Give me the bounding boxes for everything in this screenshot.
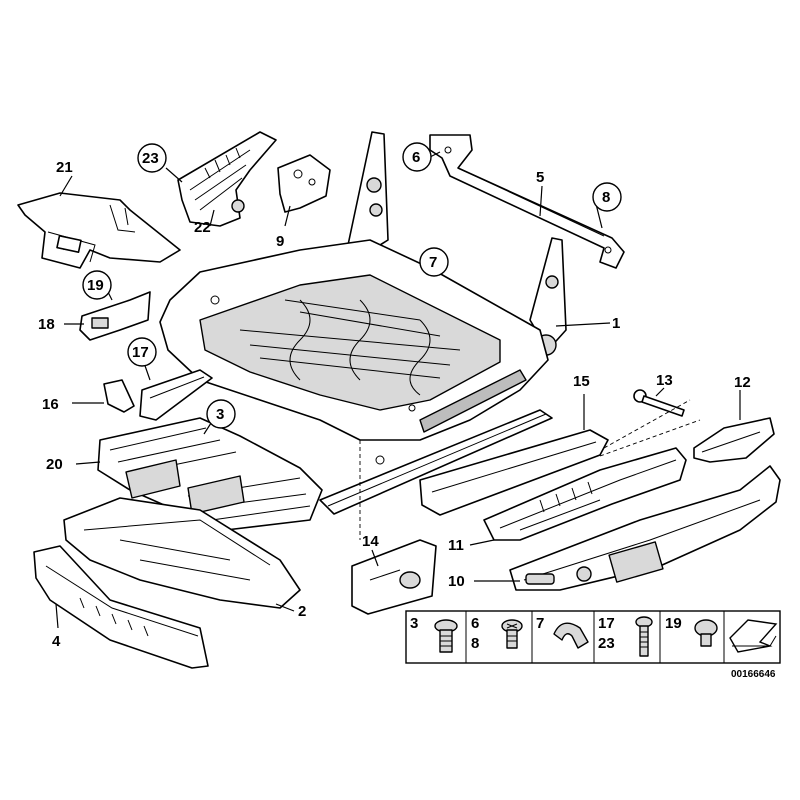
part-16-17-slide (103, 369, 213, 421)
callout-22: 22 (194, 219, 211, 236)
part-9-bracket (277, 154, 331, 213)
part-10-side-trim (509, 465, 781, 591)
callout-10: 10 (448, 573, 465, 590)
part-4-front-trim (33, 545, 209, 669)
callout-20: 20 (46, 456, 63, 473)
callout-14: 14 (362, 533, 379, 550)
part-21-bracket (17, 192, 181, 269)
callout-6: 6 (412, 149, 420, 166)
callout-7-circle (419, 247, 449, 277)
part-1-seat-frame (159, 131, 567, 465)
callout-8: 8 (602, 189, 610, 206)
callout-18: 18 (38, 316, 55, 333)
legend-label-23: 23 (598, 635, 615, 652)
callout-1: 1 (612, 315, 620, 332)
callout-9: 9 (276, 233, 284, 250)
callout-19: 19 (87, 277, 104, 294)
callout-17-circle (127, 337, 157, 367)
screw-icon-19 (694, 619, 718, 647)
legend-label-7: 7 (536, 615, 544, 632)
callouts: 21 23 22 9 6 5 8 7 1 19 18 17 15 13 12 1… (38, 142, 751, 650)
callout-19-circle (82, 270, 112, 300)
arrow-icon (729, 619, 778, 653)
part-14-switch (351, 539, 437, 615)
part-2-pan (63, 497, 301, 609)
part-22-23-bracket (177, 131, 277, 227)
callout-23-circle (137, 143, 167, 173)
callout-8-circle (592, 182, 622, 212)
callout-21: 21 (56, 159, 73, 176)
seat-rail (319, 409, 553, 515)
callout-16: 16 (42, 396, 59, 413)
cross-screw-icon (501, 619, 523, 649)
callout-5: 5 (536, 169, 544, 186)
callout-3: 3 (216, 406, 224, 423)
part-18-19-bracket (79, 291, 151, 341)
part-15-rail (419, 429, 609, 516)
part-11-side-panel (483, 447, 687, 541)
part-20-spring-mat (97, 417, 323, 531)
part-5-rail (429, 134, 625, 269)
callout-13: 13 (656, 372, 673, 389)
fastener-legend: 3 6 8 7 17 23 19 (405, 610, 781, 664)
legend-label-19: 19 (665, 615, 682, 632)
callout-11: 11 (448, 537, 464, 554)
callout-7: 7 (429, 254, 437, 271)
torx-bolt-icon (635, 616, 653, 657)
assembly-lines (359, 399, 701, 540)
callout-4: 4 (52, 633, 61, 650)
legend-label-8: 8 (471, 635, 479, 652)
part-12-cap (693, 417, 775, 463)
callout-23: 23 (142, 150, 159, 167)
screw-icon (434, 619, 458, 653)
diagram-id: 00166646 (731, 669, 776, 680)
callout-12: 12 (734, 374, 751, 391)
callout-6-circle (402, 142, 432, 172)
legend-label-17: 17 (598, 615, 615, 632)
callout-15: 15 (573, 373, 590, 390)
clip-icon (553, 622, 589, 649)
legend-label-6: 6 (471, 615, 479, 632)
legend-label-3: 3 (410, 615, 418, 632)
part-13-bolt (633, 389, 685, 417)
callout-2: 2 (298, 603, 306, 620)
callout-17: 17 (132, 344, 149, 361)
callout-3-circle (206, 399, 236, 429)
